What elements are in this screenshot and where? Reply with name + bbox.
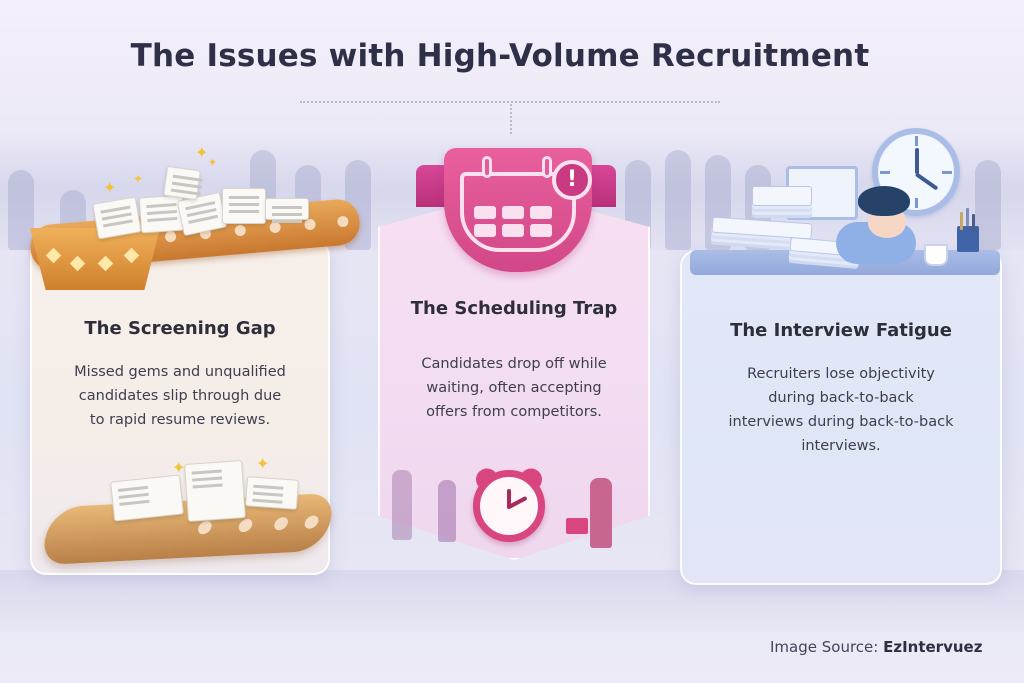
card-title: The Interview Fatigue [730,320,952,341]
resume-icon [265,198,309,220]
description-line: during back-to-back [768,390,914,406]
hopper-icon [30,228,160,290]
crowd-silhouette [975,160,1001,250]
sparkle-icon: ✦ [133,172,144,186]
dotted-connector [510,104,512,134]
card-title: The Scheduling Trap [410,298,618,319]
alert-icon: ! [552,160,592,200]
paper-stack-icon [752,186,812,206]
candidate-silhouette [392,470,412,540]
recruiter-hair [858,186,910,216]
sparkle-icon: ✦ [195,143,209,162]
description-line: Recruiters lose objectivity [747,366,935,382]
resume-icon [184,460,246,522]
description-line: Candidates drop off while [421,356,607,372]
card-description: Missed gems and unqualified candidates s… [32,360,328,432]
description-line: waiting, often accepting [426,380,602,396]
crowd-silhouette [745,165,771,250]
card-interview-fatigue: The Interview Fatigue Recruiters lose ob… [680,250,1002,585]
description-line: interviews during back-to-back [728,414,954,430]
briefcase-icon [566,518,588,534]
resume-icon [163,165,201,201]
sparkle-icon: ✦ [256,454,270,473]
description-line: candidates slip through due [78,388,282,404]
resume-stack-icon [110,474,184,522]
pen-cup-icon [957,208,979,252]
card-title: The Screening Gap [84,318,276,339]
source-brand: EzIntervuez [883,638,983,656]
crowd-silhouette [705,155,731,250]
description-line: to rapid resume reviews. [89,412,271,428]
description-line: Missed gems and unqualified [74,364,286,380]
sparkle-icon: ✦ [103,178,117,197]
description-line: offers from competitors. [426,404,602,420]
page-title: The Issues with High-Volume Recruitment [130,38,870,74]
card-description: Recruiters lose objectivity during back-… [682,362,1000,458]
resume-icon [222,188,266,224]
alarm-clock-icon [471,464,547,542]
crowd-silhouette [665,150,691,250]
candidate-silhouette [438,480,456,542]
resume-stack-icon [245,476,299,510]
resume-icon [92,196,142,240]
sparkle-icon: ✦ [208,156,218,169]
coffee-mug-icon [924,244,948,266]
description-line: interviews. [801,438,881,454]
leaving-candidate-icon [590,478,612,548]
source-label: Image Source: [770,638,884,656]
dotted-connector [300,101,720,103]
sparkle-icon: ✦ [172,458,186,477]
image-source-credit: Image Source: EzIntervuez [770,638,982,656]
card-description: Candidates drop off while waiting, often… [380,352,648,424]
crowd-silhouette [8,170,34,250]
